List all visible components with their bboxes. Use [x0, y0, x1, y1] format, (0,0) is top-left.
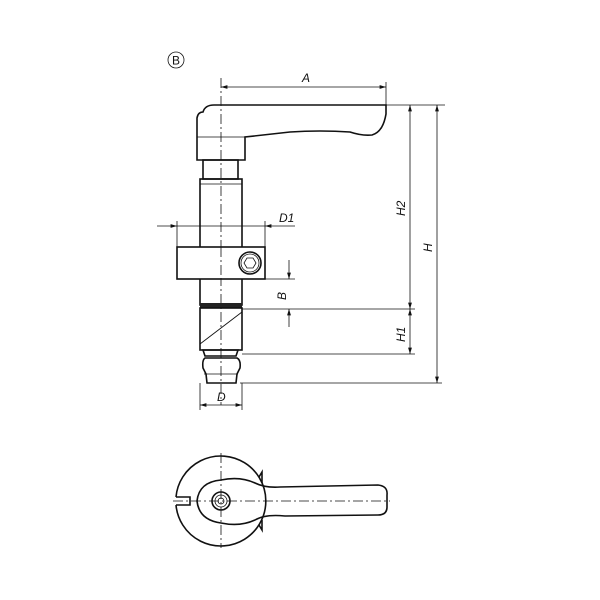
- dim-label-D: D: [217, 390, 226, 404]
- top-view: [173, 453, 390, 548]
- dimension-H: H: [421, 105, 439, 383]
- thrust-ring: [201, 349, 240, 357]
- neck: [202, 159, 239, 180]
- dimension-A: A: [221, 71, 387, 105]
- dimension-D1: D1: [157, 211, 295, 247]
- thrust-pad: [201, 357, 241, 384]
- dimension-H1: H1: [240, 308, 442, 384]
- lever-outline: [196, 477, 388, 526]
- dimension-D: D: [199, 383, 243, 410]
- dim-label-D1: D1: [279, 211, 294, 225]
- hex-socket-screw-icon: [238, 251, 262, 275]
- view-marker: B: [167, 51, 185, 69]
- side-view: [176, 78, 387, 405]
- dim-label-A: A: [301, 71, 310, 85]
- o-ring: [200, 303, 242, 308]
- dim-label-B: B: [275, 292, 289, 300]
- view-label: B: [172, 54, 180, 68]
- dim-label-H1: H1: [394, 327, 408, 342]
- dimension-H2: H2: [386, 104, 445, 309]
- dim-label-H2: H2: [394, 200, 408, 216]
- lever-handle: [196, 104, 387, 161]
- dimension-B: B: [265, 260, 295, 327]
- dim-label-H: H: [421, 243, 435, 252]
